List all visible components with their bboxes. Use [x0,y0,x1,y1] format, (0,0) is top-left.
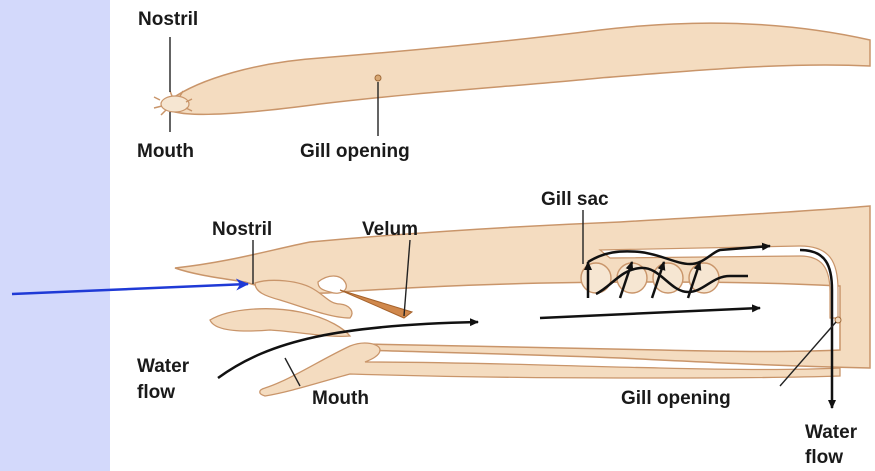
label-water-flow-out-1: Water [805,422,858,443]
lamprey-body-top [154,23,870,115]
label-water-flow-in-2: flow [137,382,175,403]
label-mouth-top: Mouth [137,141,194,162]
gill-opening-mark [375,75,381,81]
label-gill-opening-top: Gill opening [300,141,410,162]
label-gill-opening-section: Gill opening [621,388,731,409]
label-nostril-section: Nostril [212,219,272,240]
label-velum: Velum [362,219,418,240]
label-water-flow-in-1: Water [137,356,190,377]
label-nostril-top: Nostril [138,9,198,30]
label-mouth-section: Mouth [312,388,369,409]
label-gill-sac: Gill sac [541,189,609,210]
lamprey-section [175,206,870,396]
pointer-arrow [12,284,248,294]
label-water-flow-out-2: flow [805,447,843,468]
